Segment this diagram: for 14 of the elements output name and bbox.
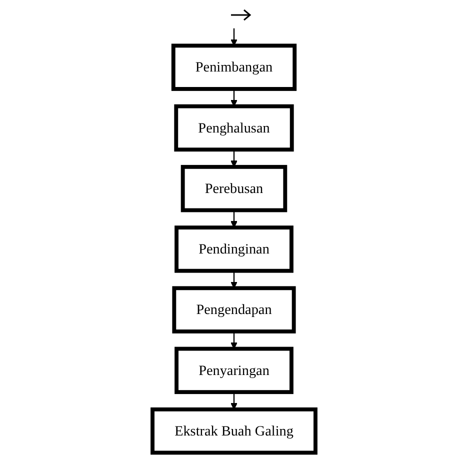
arrow [230, 88, 238, 107]
node-box: Penimbangan [171, 44, 297, 91]
arrow [230, 150, 238, 168]
arrow [230, 331, 238, 350]
arrow [230, 210, 238, 228]
arrow [230, 28, 238, 46]
node-box: Pengendapan [172, 286, 296, 334]
node-box: Penyaringan [174, 346, 294, 394]
node-box: Pendinginan [174, 226, 294, 273]
node-box: Perebusan [180, 164, 288, 212]
node-box: Ekstrak Buah Galing [150, 407, 318, 455]
arrow [230, 270, 238, 288]
arrow [230, 392, 238, 410]
node-box: Penghalusan [174, 104, 294, 152]
